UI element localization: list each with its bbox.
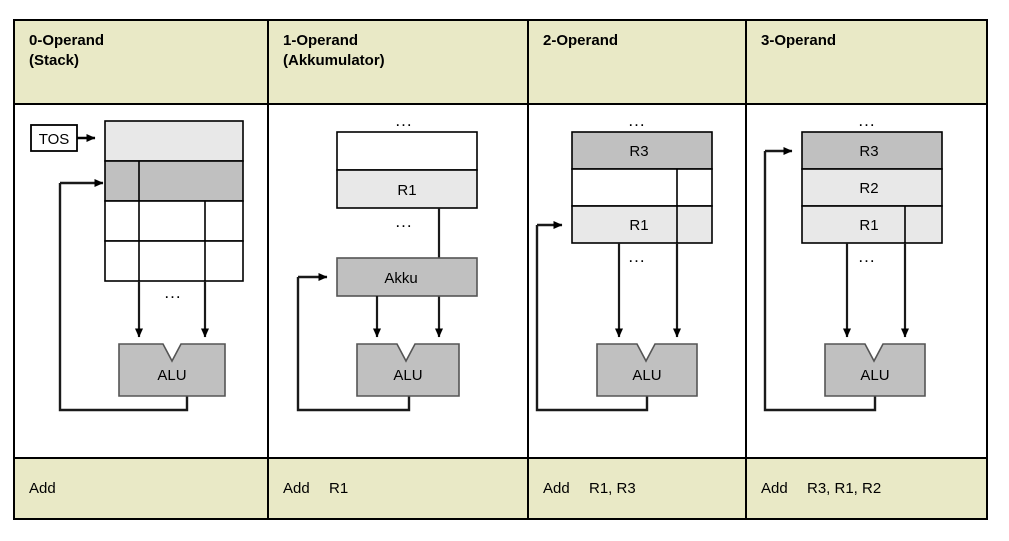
register-cell-r1 [336,169,478,209]
register-cell-r1 [571,205,713,244]
header-cell-1-operand: 1-Operand (Akkumulator) [267,19,529,105]
register-label-r3: R3 [859,143,878,160]
register-cell-r3 [571,131,713,170]
stack-cell-second [104,160,244,202]
ellipsis-above-registers: ... [395,111,412,130]
instruction-operands: R1, R3 [589,480,636,497]
diagram-cell-0-operand: TOS ... ALU [13,103,269,459]
register-label-r1: R1 [629,217,648,234]
instruction-mnemonic: Add [543,480,570,497]
instruction-cell-0-operand: Add [13,457,269,520]
stack-cell-third [104,200,244,242]
alu-writeback-path [763,151,877,412]
header-title-line2: (Stack) [29,52,80,70]
two-operand-machine-diagram: ... R3 R1 ... [535,111,713,412]
register-label-r1: R1 [859,217,878,234]
stack-cell-tos [104,120,244,162]
accumulator-label: Akku [384,270,417,287]
header-title-line1: 3-Operand [761,32,837,49]
alu-writeback-path [535,225,649,412]
instruction-cell-2-operand: Add R1, R3 [527,457,747,520]
instruction-mnemonic: Add [29,480,56,497]
header-title-line2: (Akkumulator) [283,52,385,70]
tos-label-box [30,124,78,152]
register-cell-empty [336,131,478,171]
alu-label: ALU [860,367,889,384]
alu-writeback-path [296,277,411,412]
header-title-line1: 2-Operand [543,32,619,49]
ellipsis-below-registers: ... [628,247,645,266]
stack-machine-diagram: TOS ... ALU [30,120,244,412]
table-header-row: 0-Operand (Stack) 1-Operand (Akkumulator… [13,19,988,105]
register-cell-r3 [801,131,943,170]
ellipsis-above-registers: ... [628,111,645,130]
alu-writeback-path [58,183,189,412]
alu-label: ALU [393,367,422,384]
alu-shape [356,343,460,397]
tos-label-text: TOS [39,131,70,148]
accumulator-machine-diagram: ... R1 ... Akku [296,111,478,412]
header-cell-3-operand: 3-Operand [745,19,988,105]
register-label-r3: R3 [629,143,648,160]
ellipsis-below-registers: ... [395,212,412,231]
register-cell-empty [571,168,713,207]
register-cell-r1 [801,205,943,244]
instruction-operands: R3, R1, R2 [807,480,882,497]
diagram-cell-1-operand: ... R1 ... Akku [267,103,529,459]
three-operand-machine-diagram: ... R3 R2 R1 ... [763,111,943,412]
alu-shape [824,343,926,397]
table-diagram-row: TOS ... ALU [13,103,988,459]
table-instruction-row: Add Add R1 Add R1, R3 Add R3, R1, R2 [13,457,988,520]
diagram-cell-2-operand: ... R3 R1 ... [527,103,747,459]
header-title-line1: 0-Operand [29,32,105,49]
stack-cell-fourth [104,240,244,282]
register-label-r1: R1 [397,182,416,199]
alu-label: ALU [632,367,661,384]
accumulator-box [336,257,478,297]
instruction-cell-3-operand: Add R3, R1, R2 [745,457,988,520]
operand-architecture-table: 0-Operand (Stack) 1-Operand (Akkumulator… [13,19,988,520]
header-cell-0-operand: 0-Operand (Stack) [13,19,269,105]
instruction-mnemonic: Add [283,480,310,497]
ellipsis-below-stack: ... [164,283,181,302]
header-cell-2-operand: 2-Operand [527,19,747,105]
alu-label: ALU [157,367,186,384]
instruction-cell-1-operand: Add R1 [267,457,529,520]
diagram-cell-3-operand: ... R3 R2 R1 ... [745,103,988,459]
alu-shape [596,343,698,397]
instruction-operands: R1 [329,480,349,497]
ellipsis-above-registers: ... [858,111,875,130]
register-label-r2: R2 [859,180,878,197]
header-title-line1: 1-Operand [283,32,359,49]
instruction-mnemonic: Add [761,480,788,497]
ellipsis-below-registers: ... [858,247,875,266]
alu-shape [118,343,226,397]
